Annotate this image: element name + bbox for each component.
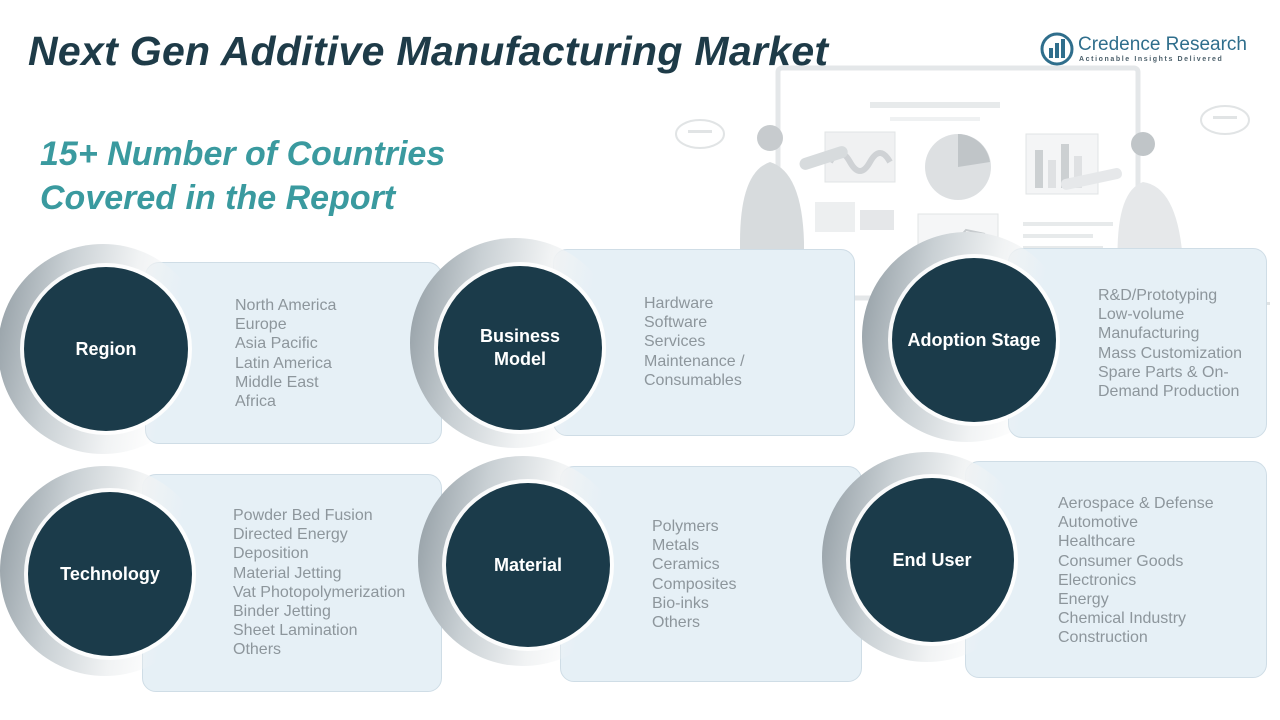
material-circle: Material xyxy=(446,483,610,647)
list-item: Low-volume xyxy=(1098,306,1185,324)
list-item: Vat Photopolymerization xyxy=(233,583,406,601)
list-item: Energy xyxy=(1058,591,1109,609)
list-item: Asia Pacific xyxy=(235,335,318,353)
end-user-circle: End User xyxy=(850,478,1014,642)
brand-name: Credence Research xyxy=(1078,34,1247,55)
list-item: Spare Parts & On- xyxy=(1098,363,1229,381)
list-item: Africa xyxy=(235,393,276,411)
list-item: Middle East xyxy=(235,373,319,391)
list-item: Bio-inks xyxy=(652,594,709,612)
list-item: R&D/Prototyping xyxy=(1098,287,1218,304)
credence-logo-icon xyxy=(1040,32,1074,66)
list-item: Binder Jetting xyxy=(233,603,331,621)
segment-label-technology: Technology xyxy=(60,563,160,584)
list-item: Chemical Industry xyxy=(1058,610,1187,628)
segment-label-adoption-stage: Adoption Stage xyxy=(907,329,1041,350)
list-item: Demand Production xyxy=(1098,383,1240,401)
list-item: Powder Bed Fusion xyxy=(233,507,373,524)
list-item: Latin America xyxy=(235,354,332,372)
brand-tagline: Actionable Insights Delivered xyxy=(1079,56,1224,63)
list-item: Consumer Goods xyxy=(1058,552,1184,570)
region-list: North America Europe Asia Pacific Latin … xyxy=(235,296,336,411)
technology-list: Powder Bed Fusion Directed Energy Deposi… xyxy=(233,506,405,660)
list-item: Europe xyxy=(235,316,287,334)
list-item: Sheet Lamination xyxy=(233,622,358,640)
list-item: Polymers xyxy=(652,518,719,535)
list-item: Manufacturing xyxy=(1098,325,1200,343)
region-circle: Region xyxy=(24,267,188,431)
list-item: North America xyxy=(235,297,337,314)
list-item: Services xyxy=(644,333,706,351)
list-item: Others xyxy=(233,641,282,659)
list-item: Maintenance / xyxy=(644,352,745,370)
segment-label-region: Region xyxy=(75,338,137,359)
business-model-list: Hardware Software Services Maintenance /… xyxy=(644,294,745,390)
adoption-stage-list: R&D/Prototyping Low-volume Manufacturing… xyxy=(1098,286,1242,401)
list-item: Aerospace & Defense xyxy=(1058,495,1214,512)
list-item: Others xyxy=(652,614,701,632)
brand-logo-block: Credence Research Actionable Insights De… xyxy=(1040,32,1260,68)
business-model-circle: Business Model xyxy=(438,266,602,430)
presentation-illustration xyxy=(675,65,1270,305)
list-item: Ceramics xyxy=(652,556,720,574)
subtitle-line-1: 15+ Number of Countries xyxy=(40,135,446,173)
list-item: Construction xyxy=(1058,629,1148,647)
list-item: Consumables xyxy=(644,371,742,389)
list-item: Automotive xyxy=(1058,514,1139,532)
list-item: Deposition xyxy=(233,545,309,563)
subtitle-line-2: Covered in the Report xyxy=(40,179,396,217)
list-item: Directed Energy xyxy=(233,526,348,544)
list-item: Material Jetting xyxy=(233,564,342,582)
list-item: Composites xyxy=(652,575,737,593)
list-item: Software xyxy=(644,314,708,332)
list-item: Healthcare xyxy=(1058,533,1136,551)
segment-label-end-user: End User xyxy=(892,549,972,570)
countries-subtitle: 15+ Number of Countries Covered in the R… xyxy=(40,132,445,220)
adoption-stage-circle: Adoption Stage xyxy=(892,258,1056,422)
segment-label-material: Material xyxy=(493,554,563,575)
material-list: Polymers Metals Ceramics Composites Bio-… xyxy=(652,517,736,632)
list-item: Metals xyxy=(652,537,700,555)
list-item: Mass Customization xyxy=(1098,344,1243,362)
list-item: Electronics xyxy=(1058,571,1137,589)
segment-label-business-model: Business Model xyxy=(479,326,561,369)
end-user-list: Aerospace & Defense Automotive Healthcar… xyxy=(1058,494,1214,648)
page-title: Next Gen Additive Manufacturing Market xyxy=(28,28,829,74)
technology-circle: Technology xyxy=(28,492,192,656)
list-item: Hardware xyxy=(644,295,714,312)
